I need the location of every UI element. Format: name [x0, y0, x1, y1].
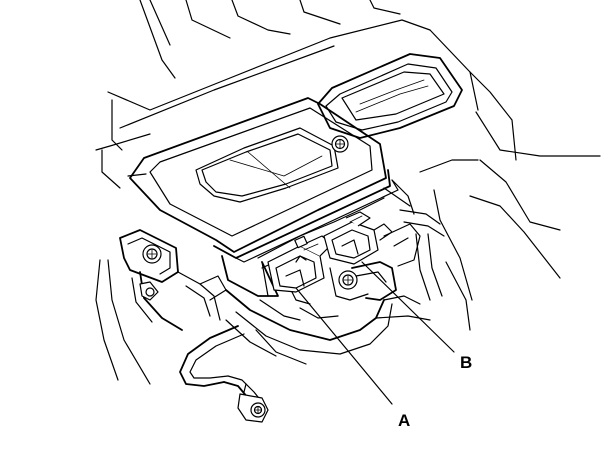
callout-label-a: A — [398, 411, 410, 430]
mounting-nut-center — [329, 267, 369, 301]
callout-label-b: B — [460, 353, 472, 372]
callout-leaders — [295, 261, 455, 405]
leader-line-b — [361, 261, 455, 353]
console-top-plate — [129, 97, 387, 253]
mounting-bracket-left — [119, 229, 227, 331]
connector-a — [267, 235, 333, 305]
cup-holder — [317, 53, 463, 139]
side-harness — [399, 209, 445, 301]
leader-line-a — [295, 287, 393, 405]
ground-wire — [179, 325, 269, 423]
connector-b — [323, 211, 393, 265]
mounting-bracket-right — [351, 223, 421, 301]
console-structure — [95, 0, 601, 385]
